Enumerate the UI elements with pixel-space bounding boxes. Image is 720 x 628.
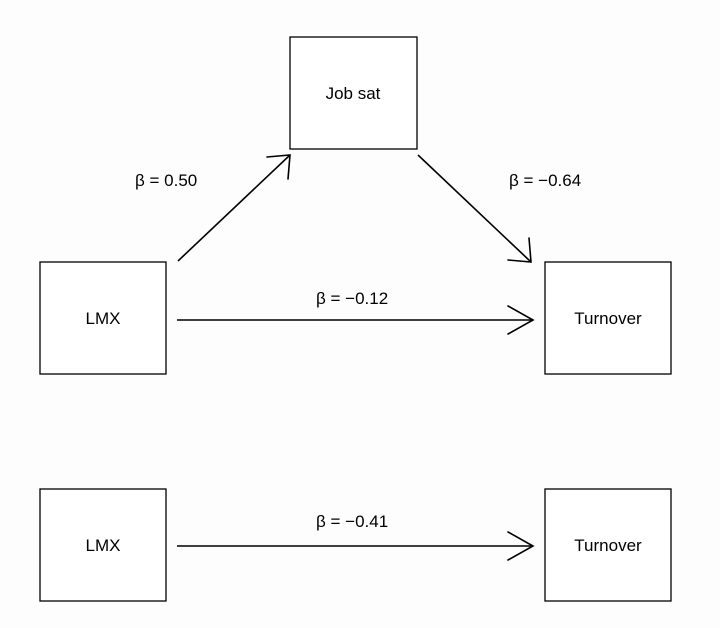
path-b-line [417,154,532,263]
outcome-box [544,261,672,375]
total-outcome-label: Turnover [574,536,642,555]
total-predictor-node: LMX [39,488,167,602]
predictor-box [39,261,167,375]
path-a-line [177,154,291,262]
total-outcome-node: Turnover [544,488,672,602]
total-outcome-box [544,488,672,602]
path-b-label: β = −0.64 [509,171,581,190]
total-predictor-box [39,488,167,602]
path-a-arrowhead [266,154,291,180]
outcome-node: Turnover [544,261,672,375]
path-c-arrowhead [507,531,535,561]
path-a-label: β = 0.50 [135,171,197,190]
predictor-label: LMX [86,309,121,328]
mediator-label: Job sat [326,84,381,103]
outcome-label: Turnover [574,309,642,328]
total-predictor-label: LMX [86,536,121,555]
total-effect-model: LMX Turnover β = −0.41 [39,488,672,602]
path-c-arrow [177,531,535,561]
predictor-node: LMX [39,261,167,375]
path-c-prime-label: β = −0.12 [316,289,388,308]
path-a-arrow [177,154,291,262]
path-c-label: β = −0.41 [316,512,388,531]
path-c-prime-arrowhead [507,305,535,335]
path-b-arrow [417,154,532,263]
path-c-prime-arrow [177,305,535,335]
mediated-model: Job sat LMX Turnover β = 0.50 β = −0.64 [39,36,672,375]
mediator-node: Job sat [289,36,418,150]
path-b-arrowhead [507,237,532,263]
mediator-box [289,36,418,150]
